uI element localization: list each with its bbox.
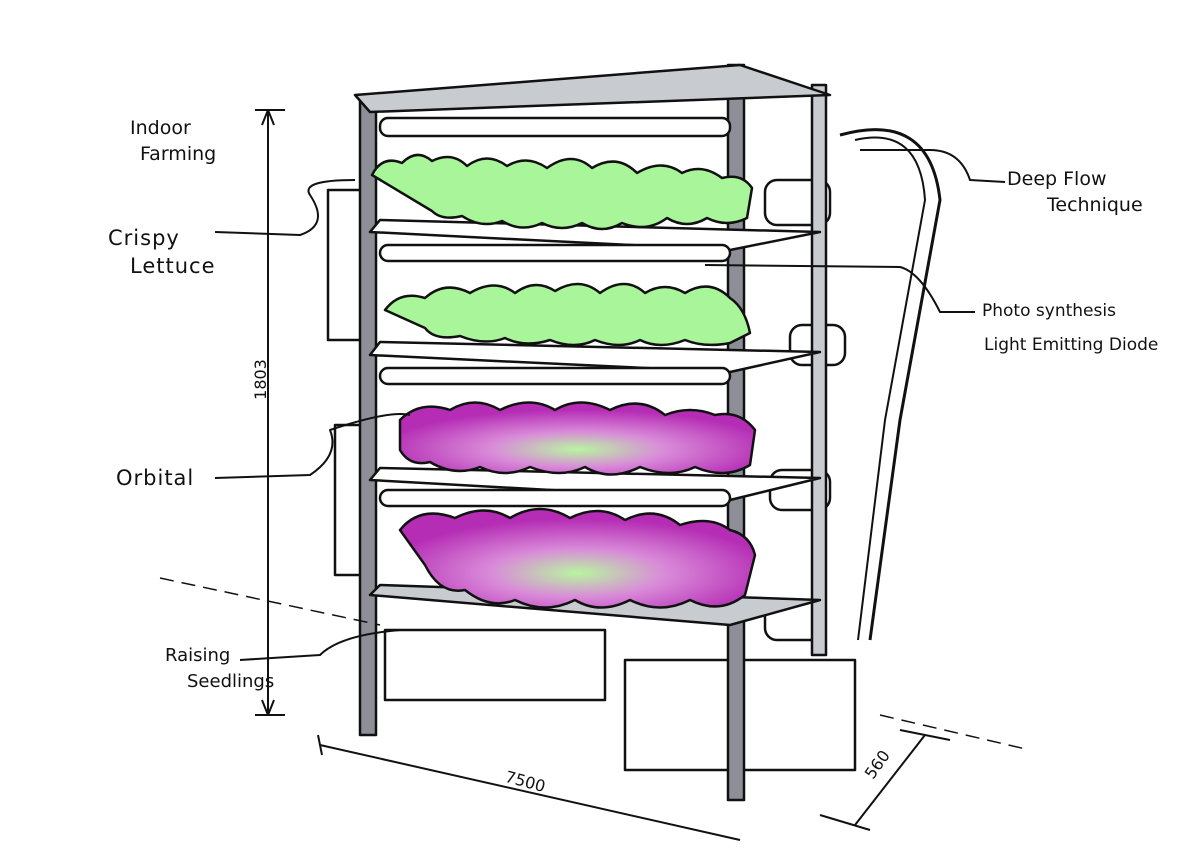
width-dimension	[317, 734, 741, 841]
label-orbital: Orbital	[116, 466, 195, 490]
post-rear-right	[810, 83, 828, 657]
lettuce-row-purple-2	[398, 507, 757, 609]
label-led: Light Emitting Diode	[984, 335, 1159, 355]
seedling-tray	[383, 628, 607, 702]
post-front-left	[358, 93, 378, 737]
led-tube	[378, 116, 732, 138]
lettuce-row-green-1	[370, 153, 754, 231]
label-line: Farming	[140, 143, 217, 165]
height-dimension	[255, 109, 285, 716]
label-line: Crispy	[108, 226, 180, 250]
height-value: 1803	[250, 359, 270, 400]
lettuce-row-green-2	[383, 282, 752, 347]
depth-dimension	[819, 729, 951, 831]
lettuce-row-purple-1	[398, 401, 757, 476]
label-line: Indoor	[130, 117, 191, 139]
label-line: Technique	[1047, 194, 1143, 216]
supply-pipe	[839, 128, 942, 641]
label-line: Raising	[165, 645, 231, 666]
label-line: Seedlings	[187, 671, 275, 692]
led-tube	[378, 488, 732, 508]
led-tube	[378, 366, 732, 386]
label-line: Lettuce	[130, 254, 216, 278]
led-tube	[378, 243, 732, 263]
label-line: Deep Flow	[1007, 168, 1107, 190]
label-photosynthesis: Photo synthesis	[982, 301, 1116, 321]
